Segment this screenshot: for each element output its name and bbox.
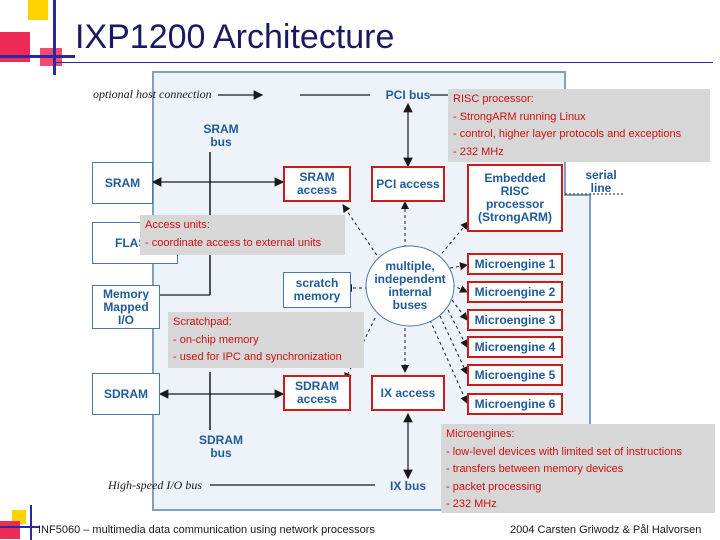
microengines-callout-line: - packet processing (446, 480, 542, 493)
title-rule (53, 62, 713, 63)
risc-callout-line: - StrongARM running Linux (453, 110, 586, 123)
high-speed-bus-label: High-speed I/O bus (108, 478, 202, 492)
footer-decoration (0, 505, 40, 540)
microengine-6: Microengine 6 (467, 393, 563, 415)
sram-access-box: SRAM access (283, 166, 351, 202)
microengines-callout-line: - low-level devices with limited set of … (446, 445, 682, 458)
serial-line-label: serial line (585, 168, 617, 195)
internal-buses-hub (365, 245, 455, 327)
microengine-2: Microengine 2 (467, 281, 563, 303)
ix-bus-label: IX bus (389, 479, 426, 493)
microengines-callout-line: - transfers between memory devices (446, 463, 624, 475)
microengines-callout-line: Microengines: (446, 428, 515, 440)
microengine-1: Microengine 1 (467, 253, 563, 275)
risc-callout-line: RISC processor: (453, 93, 534, 105)
risc-processor-box: Embedded RISC processor (StrongARM) (467, 164, 563, 232)
microengine-4: Microengine 4 (467, 336, 563, 358)
sram-access-label: SRAM access (296, 170, 338, 197)
optional-host-label: optional host connection (93, 87, 212, 101)
scratch-memory-box: scratch memory (283, 272, 351, 308)
risc-callout-line: - control, higher layer protocols and ex… (453, 128, 682, 140)
sdram-access-box: SDRAM access (283, 375, 351, 411)
risc-processor-label: Embedded RISC processor (StrongARM) (478, 171, 552, 224)
microengine-5: Microengine 5 (467, 364, 563, 386)
scratchpad-callout-line: - on-chip memory (173, 333, 259, 346)
page-title: IXP1200 Architecture (75, 18, 395, 56)
memory-mapped-io-label: Memory Mapped I/O (102, 286, 149, 327)
sdram-box: SDRAM (92, 373, 160, 415)
footer-right: 2004 Carsten Griwodz & Pål Halvorsen (510, 524, 702, 536)
access-units-callout: Access units: - coordinate access to ext… (140, 215, 345, 255)
sdram-access-label: SDRAM access (295, 379, 339, 406)
sram-box: SRAM (92, 162, 153, 204)
access-callout-line: Access units: (145, 219, 210, 231)
memory-mapped-io-box: Memory Mapped I/O (92, 285, 160, 329)
ix-access-box: IX access (371, 375, 445, 411)
microengines-callout-line: - 232 MHz (446, 498, 497, 510)
risc-callout-line: - 232 MHz (453, 145, 504, 158)
scratchpad-callout: Scratchpad: - on-chip memory - used for … (168, 312, 364, 368)
pci-access-box: PCI access (371, 166, 445, 202)
risc-callout: RISC processor: - StrongARM running Linu… (448, 89, 710, 162)
internal-buses-label: multiple, independent internal buses (374, 259, 446, 312)
sram-bus-label: SRAM bus (203, 122, 239, 149)
scratchpad-callout-line: - used for IPC and synchronization (173, 351, 342, 363)
microengines-callout: Microengines: - low-level devices with l… (441, 424, 715, 513)
footer-left: INF5060 – multimedia data communication … (38, 524, 375, 536)
pci-bus-label: PCI bus (385, 88, 431, 102)
sdram-bus-label: SDRAM bus (199, 433, 243, 460)
corner-decoration (0, 0, 75, 75)
scratch-memory-label: scratch memory (293, 276, 341, 303)
microengine-3: Microengine 3 (467, 309, 563, 331)
access-callout-line: - coordinate access to external units (145, 236, 322, 249)
scratchpad-callout-line: Scratchpad: (173, 316, 232, 328)
